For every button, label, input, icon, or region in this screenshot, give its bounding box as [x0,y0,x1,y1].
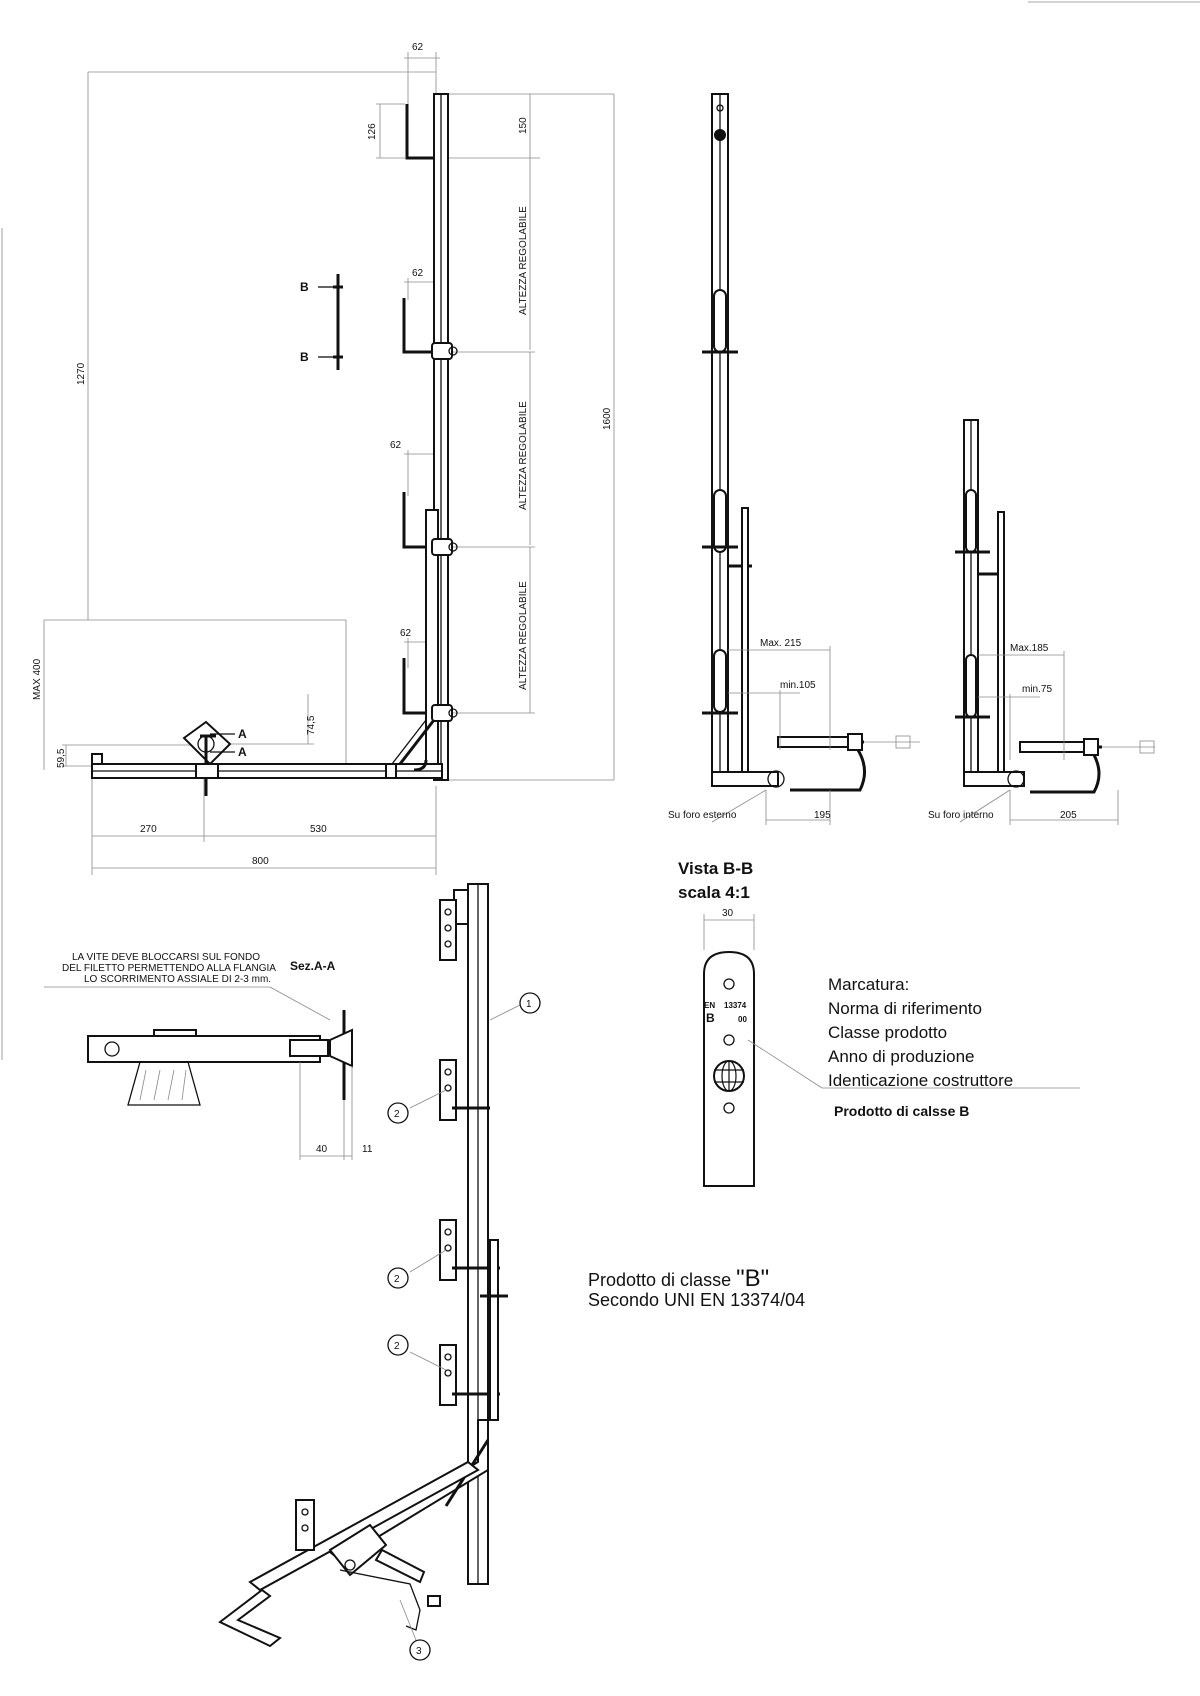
dim-left-span: 270 [140,824,157,835]
side-ext-note: Su foro esterno [668,810,737,821]
marking-manufacturer: Identicazione costruttore [828,1071,1013,1090]
section-a-a: Sez.A-A LA VITE DEVE BLOCCARSI SUL FONDO… [44,952,373,1160]
section-marker-b-upper: B [300,280,309,294]
product-class-line: Prodotto di calsse B [834,1103,969,1119]
class-statement-line-2: Secondo UNI EN 13374/04 [588,1290,805,1310]
callout-2b: 2 [394,1274,400,1285]
side-int-span: 205 [1060,810,1077,821]
marking-class: Classe prodotto [828,1023,947,1042]
side-view-external-hole: Max. 215 min.105 Su foro esterno 195 [668,93,920,825]
section-aa-note-line-3: LO SCORRIMENTO ASSIALE DI 2-3 mm. [84,974,271,985]
class-statement-prefix: Prodotto di classe [588,1270,736,1290]
dim-hook2-width: 62 [412,268,424,279]
section-marker-b-lower: B [300,350,309,364]
class-statement-line-1: Prodotto di classe "B" [588,1265,769,1292]
dim-total-height: 1270 [76,362,87,385]
view-bb-width-dim: 30 [722,908,734,919]
class-statement: Prodotto di classe "B" Secondo UNI EN 13… [588,1265,805,1310]
class-statement-class: "B" [736,1265,769,1292]
callout-3: 3 [416,1646,422,1657]
section-aa-note-line-1: LA VITE DEVE BLOCCARSI SUL FONDO [72,952,260,963]
side-ext-min-label: min.105 [780,680,816,691]
marking-standard: Norma di riferimento [828,999,982,1018]
manufacturer-logo [713,1060,745,1092]
section-aa-title: Sez.A-A [290,959,336,973]
view-bb-scale: scala 4:1 [678,883,750,902]
view-b-b: Vista B-B scala 4:1 30 EN 13374 B 00 Mar… [678,859,1080,1187]
dim-overall-height: 1600 [602,407,613,430]
side-ext-span: 195 [814,810,831,821]
callout-2c: 2 [394,1341,400,1352]
dim-hook3-width: 62 [390,440,402,451]
label-adjustable-height-3: ALTEZZA REGOLABILE [518,581,529,690]
section-aa-dim-left: 40 [316,1144,328,1155]
section-aa-note-line-2: DEL FILETTO PERMETTENDO ALLA FLANGIA [62,963,276,974]
label-adjustable-height-2: ALTEZZA REGOLABILE [518,401,529,510]
dim-max-bottom: MAX 400 [32,658,43,700]
section-aa-dim-right: 11 [362,1144,373,1155]
callout-1: 1 [526,999,532,1010]
label-adjustable-height-1: ALTEZZA REGOLABILE [518,206,529,315]
plate-year: 00 [738,1015,747,1024]
plate-standard-number: 13374 [724,1001,747,1010]
section-marker-a-lower: A [238,745,247,759]
side-ext-max-label: Max. 215 [760,638,802,649]
plate-class: B [706,1011,715,1025]
side-view-internal-hole: Max.185 min.75 Su foro interno 205 [928,419,1155,825]
dim-total-span: 800 [252,856,269,867]
view-bb-title: Vista B-B [678,859,753,878]
dim-right-span: 530 [310,824,327,835]
section-marker-a-upper: A [238,727,247,741]
dim-hook-height: 126 [367,123,378,140]
marking-heading: Marcatura: [828,975,909,994]
plate-standard: EN [704,1001,715,1010]
dim-hook4-width: 62 [400,628,412,639]
dim-base-offset: 59,5 [56,748,67,768]
dim-top-width: 62 [412,42,424,53]
side-int-max-label: Max.185 [1010,643,1049,654]
dim-top-spacing: 150 [518,117,529,134]
dim-bracket-offset: 74,5 [306,715,317,735]
callout-2a: 2 [394,1109,400,1120]
front-elevation-view: B B A A 62 126 150 1270 1600 MAX 400 62 … [32,42,615,875]
side-int-min-label: min.75 [1022,684,1052,695]
isometric-view: 1 2 2 2 3 [218,883,541,1661]
side-int-note: Su foro interno [928,810,994,821]
marking-year: Anno di produzione [828,1047,975,1066]
